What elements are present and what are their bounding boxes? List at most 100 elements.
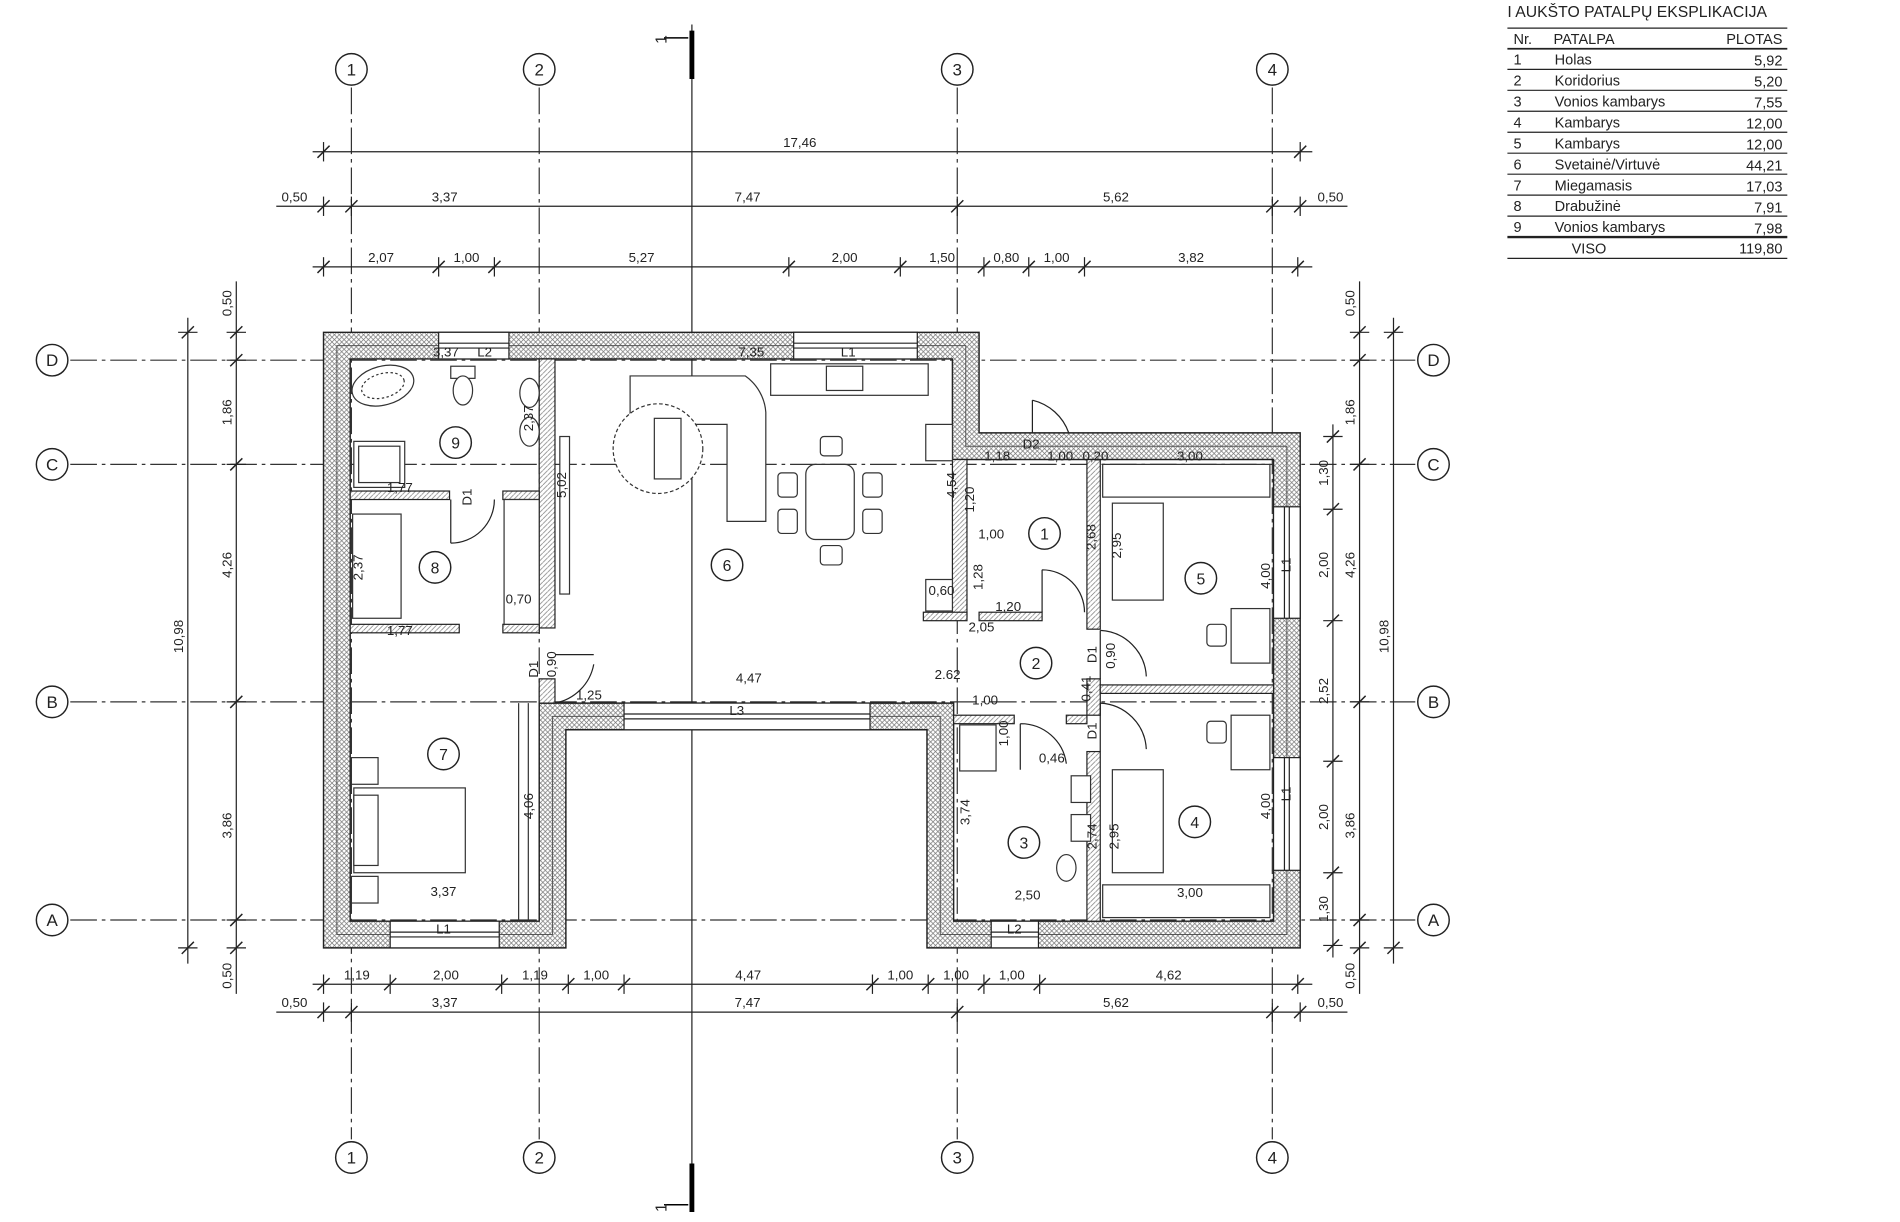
room-number: 9: [451, 436, 460, 453]
plan-dimension-label: 2,68: [1083, 524, 1098, 550]
dimension-line: 0,501,864,263,860,50: [1343, 281, 1370, 994]
dimension-label: 2,00: [433, 967, 459, 982]
row-nr: 3: [1513, 94, 1521, 110]
plan-dimension-label: 1,00: [978, 526, 1004, 541]
fridge: [925, 578, 954, 612]
dimension-label: 4,47: [735, 967, 761, 982]
plan-dimension-label: 2,95: [1109, 533, 1124, 559]
row-nr: 2: [1513, 73, 1521, 89]
room-number-marker: [418, 550, 452, 584]
room-number-marker: [439, 426, 473, 460]
dining-chair: [862, 508, 883, 535]
row-name: Miegamasis: [1555, 178, 1633, 194]
bed: [1111, 769, 1164, 874]
room-number: 5: [1196, 571, 1205, 588]
plan-dimension-label: L1: [1278, 787, 1293, 802]
grid-bubble: [334, 52, 368, 86]
shower: [959, 724, 997, 772]
room-number: 4: [1190, 815, 1199, 832]
dining-chair: [777, 508, 798, 535]
dimension-label: 2,07: [368, 250, 394, 265]
toilet: [452, 375, 474, 406]
row-nr: 8: [1513, 199, 1521, 215]
plan-dimension-label: 1,18: [984, 449, 1010, 464]
plan-dimension-label: 3,37: [433, 345, 459, 360]
dining-chair: [819, 544, 843, 566]
desk: [1230, 714, 1271, 771]
grid-axis-label: C: [1427, 455, 1439, 474]
row-area: 7,55: [1754, 96, 1782, 112]
grid-bubble: [334, 1141, 368, 1174]
dimension-label: 4,26: [1343, 552, 1358, 578]
desk-chair: [1206, 623, 1227, 647]
grid-axis-label: C: [46, 455, 58, 474]
interior-wall: [978, 611, 1043, 622]
plan-dimension-label: 1,20: [995, 599, 1021, 614]
coffee-table: [653, 417, 682, 480]
grid-bubble: [1417, 343, 1450, 377]
toilet: [1056, 853, 1077, 882]
interior-wall: [502, 490, 540, 501]
grid-bubble: [940, 52, 974, 86]
washing-machine: [1070, 813, 1092, 842]
plan-dimension-label: 4,47: [736, 670, 762, 685]
grid-axis-label: B: [1428, 693, 1439, 712]
row-area: 7,98: [1754, 221, 1782, 237]
row-area: 7,91: [1754, 200, 1782, 216]
plan-dimension-label: 1,00: [972, 692, 998, 707]
dimension-label: 1,00: [887, 967, 913, 982]
row-name: Vonios kambarys: [1555, 220, 1666, 236]
dimension-label: 0,80: [993, 250, 1019, 265]
row-nr: 4: [1513, 115, 1521, 131]
room-number: 3: [1020, 835, 1029, 852]
bed-pillows: [353, 794, 379, 867]
room-number-marker: [1184, 561, 1218, 595]
dimension-label: 1,00: [454, 250, 480, 265]
dimension-label: 0,50: [281, 995, 307, 1010]
dimension-label: 7,47: [735, 995, 761, 1010]
dimension-label: 3,37: [432, 995, 458, 1010]
room-number-marker: [710, 548, 744, 582]
dining-table: [805, 463, 855, 541]
dimension-line: 10,98: [1377, 317, 1404, 964]
row-name: Kambarys: [1555, 136, 1620, 152]
grid-axis-label: B: [46, 693, 57, 712]
window: [438, 331, 510, 360]
dimension-label: 3,82: [1178, 250, 1204, 265]
plan-dimension-label: 1,00: [996, 720, 1011, 746]
dimension-label: 10,98: [171, 620, 186, 653]
dining-chair: [819, 435, 843, 457]
dimension-label: 1,00: [999, 967, 1025, 982]
plan-dimension-label: 0,46: [1039, 750, 1065, 765]
dimension-label: 1,00: [1044, 250, 1070, 265]
plan-dimension-label: 3,00: [1177, 449, 1203, 464]
plan-dimension-label: 7,35: [738, 345, 764, 360]
row-name: Vonios kambarys: [1555, 94, 1666, 110]
row-area: 5,20: [1754, 75, 1782, 91]
header-nr: Nr.: [1513, 32, 1532, 48]
plan-dimension-label: 3,74: [957, 799, 972, 826]
kitchen-sink: [825, 365, 864, 392]
door-swing: [1031, 399, 1070, 434]
window: [990, 920, 1040, 949]
dimension-label: 2,00: [1316, 552, 1331, 578]
room-number-marker: [1019, 646, 1053, 680]
dimension-label: 2,00: [1316, 804, 1331, 830]
dining-chair: [862, 472, 883, 498]
plan-dimension-label: 0,20: [1082, 449, 1108, 464]
interior-wall: [1065, 714, 1088, 725]
table-row: 3 Vonios kambarys 7,55: [1513, 94, 1782, 111]
desk: [1230, 607, 1271, 664]
plan-dimension-label: 1,77: [387, 480, 413, 495]
plan-dimension-label: 2,05: [969, 620, 995, 635]
dimension-label: 5,27: [629, 250, 655, 265]
